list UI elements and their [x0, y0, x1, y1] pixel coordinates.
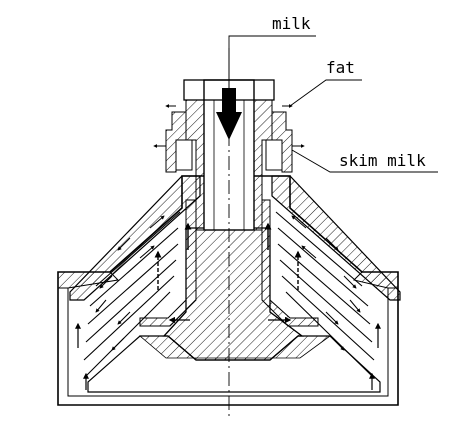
central-spindle: [162, 227, 304, 361]
skim-outlet-left: [175, 139, 193, 171]
disc-stack-left: [83, 211, 181, 377]
leader-milk: [228, 35, 316, 58]
callout-leaders: [228, 35, 438, 173]
bowl-inner-wall: [67, 288, 389, 397]
skim-outlet-right: [265, 139, 283, 171]
bowl-hood-left: [69, 175, 201, 301]
disc-flow-arrows-left: [95, 215, 165, 351]
distributor-left: [139, 199, 197, 327]
outer-space-arrows: [75, 322, 381, 390]
bowl-hood-right: [271, 175, 401, 301]
label-fat: fat: [326, 58, 355, 77]
upflow-arrows: [154, 222, 302, 290]
leader-skim-milk: [291, 149, 438, 173]
label-milk: milk: [272, 14, 311, 33]
disc-flow-arrows-right: [291, 215, 361, 351]
label-skim-milk: skim milk: [339, 151, 426, 170]
distributor-right: [261, 199, 319, 327]
milk-inflow-arrow: [216, 48, 242, 140]
leader-fat: [289, 79, 362, 107]
